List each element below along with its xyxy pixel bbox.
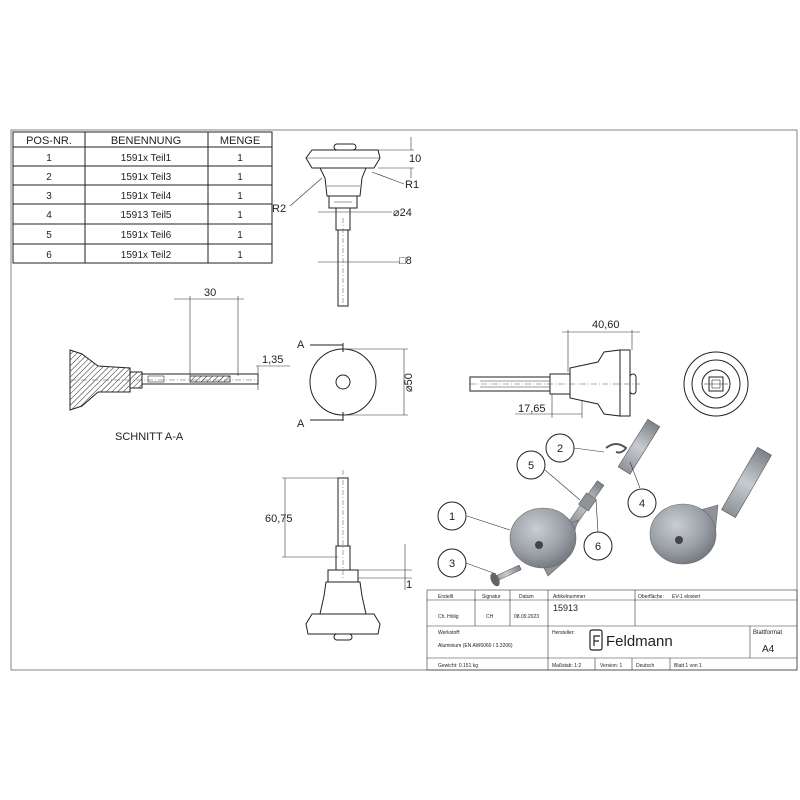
- balloon-6-label: 6: [595, 541, 601, 553]
- dim-section-wall: 1,35: [262, 354, 283, 366]
- front-view: 10 R1 R2 ⌀24 □8: [272, 137, 421, 307]
- tb-hersteller-label: Hersteller:: [552, 630, 575, 636]
- part-1-knob: [509, 507, 579, 577]
- dim-bottom-small: 1: [406, 579, 412, 591]
- bom-cell: 1: [237, 210, 243, 221]
- tb-datum-label: Datum: [519, 594, 534, 600]
- tb-blatt: Blatt 1 von 1: [674, 663, 702, 669]
- bom-header-name: BENENNUNG: [111, 135, 181, 147]
- dim-section-length: 30: [204, 287, 216, 299]
- end-view: [683, 351, 749, 417]
- tb-gewicht: Gewicht: 0.151 kg: [438, 663, 478, 669]
- balloon-3: [437, 548, 467, 578]
- assembled-shaft: [721, 446, 772, 518]
- bom-cell: 1591x Teil1: [121, 153, 172, 164]
- balloon-4-label: 4: [639, 498, 645, 510]
- dim-side-total: 40,60: [592, 319, 620, 331]
- tb-datum-value: 08.09.2023: [514, 614, 539, 620]
- cut-marker-top: A: [297, 339, 305, 351]
- bom-cell: 1: [237, 153, 243, 164]
- bom-cell: 1: [237, 172, 243, 183]
- assembled-knob: [649, 503, 719, 565]
- tb-blattformat-label: Blattformat: [753, 630, 782, 636]
- tb-artikel-value: 15913: [553, 603, 578, 613]
- balloon-6: [583, 531, 613, 561]
- bom-cell: 1591x Teil3: [121, 172, 172, 183]
- tb-artikel-label: Artikelnummer: [553, 594, 586, 600]
- balloon-1: [437, 501, 467, 531]
- bom-cell: 1: [237, 250, 243, 261]
- drawing-frame: [10, 129, 798, 671]
- dim-neck-radius: R2: [272, 203, 286, 215]
- balloon-1-label: 1: [449, 511, 455, 523]
- bom-cell: 15913 Teil5: [121, 210, 172, 221]
- bom-header-qty: MENGE: [220, 135, 260, 147]
- balloon-5: [516, 450, 546, 480]
- balloon-3-label: 3: [449, 558, 455, 570]
- tb-oberflaeche-value: EV-1 eloxiert: [672, 594, 701, 600]
- tb-signatur-value: CH: [486, 614, 494, 620]
- feldmann-logo: Feldmann: [589, 629, 673, 651]
- bom-cell: 1: [237, 230, 243, 241]
- bom-cell: 1: [46, 153, 52, 164]
- dim-bottom-length: 60,75: [265, 513, 293, 525]
- bom-cell: 6: [46, 250, 52, 261]
- bom-cell: 1591x Teil4: [121, 191, 172, 202]
- bom-cell: 3: [46, 191, 52, 202]
- dim-shaft-dia: ⌀24: [393, 207, 412, 219]
- circle-view: A A ⌀50: [297, 339, 415, 430]
- tb-erstellt-value: Ch. Hölig: [438, 614, 459, 620]
- balloon-4: [627, 488, 657, 518]
- section-view: 30 1,35 SCHNITT A-A: [69, 287, 290, 443]
- brand-name: Feldmann: [606, 633, 673, 650]
- cut-marker-bottom: A: [297, 418, 305, 430]
- title-block: Erstellt Signatur Datum Artikelnummer Ob…: [426, 589, 798, 671]
- exploded-isometric: 1 2 3 4 5 6: [437, 418, 772, 587]
- tb-werkstoff-label: Werkstoff:: [438, 630, 460, 636]
- bom-cell: 1591x Teil2: [121, 250, 172, 261]
- part-4-shaft: [617, 418, 661, 475]
- bom-header-pos: POS-NR.: [26, 135, 72, 147]
- tb-massstab: Maßstab: 1:2: [552, 663, 581, 669]
- dim-top-height: 10: [409, 153, 421, 165]
- dim-top-radius: R1: [405, 179, 419, 191]
- dim-knob-dia: ⌀50: [403, 373, 415, 392]
- tb-version: Version: 1: [600, 663, 622, 669]
- bom-cell: 5: [46, 230, 52, 241]
- section-title: SCHNITT A-A: [115, 431, 184, 443]
- bom-cell: 1: [237, 191, 243, 202]
- tb-sprache: Deutsch: [636, 663, 655, 669]
- tb-werkstoff-value: Aluminium (EN AW6060 / 3.3206): [438, 643, 513, 649]
- dim-square: □8: [399, 255, 412, 267]
- tb-blattformat-value: A4: [762, 644, 775, 655]
- bom-cell: 1591x Teil6: [121, 230, 172, 241]
- side-view: 40,60 17,65: [469, 319, 640, 418]
- part-5-spring: [568, 480, 605, 527]
- bom-table: POS-NR. BENENNUNG MENGE 1 1591x Teil1 1 …: [12, 131, 273, 264]
- tb-oberflaeche-label: Oberfläche:: [638, 594, 664, 600]
- tb-signatur-label: Signatur: [482, 594, 501, 600]
- bottom-view: 60,75 1: [265, 470, 412, 641]
- balloon-2: [545, 433, 575, 463]
- bom-cell: 2: [46, 172, 52, 183]
- tb-erstellt-label: Erstellt: [438, 594, 454, 600]
- bom-cell: 4: [46, 210, 52, 221]
- part-3-pin: [490, 564, 522, 587]
- balloon-2-label: 2: [557, 443, 563, 455]
- balloon-5-label: 5: [528, 460, 534, 472]
- dim-side-offset: 17,65: [518, 403, 546, 415]
